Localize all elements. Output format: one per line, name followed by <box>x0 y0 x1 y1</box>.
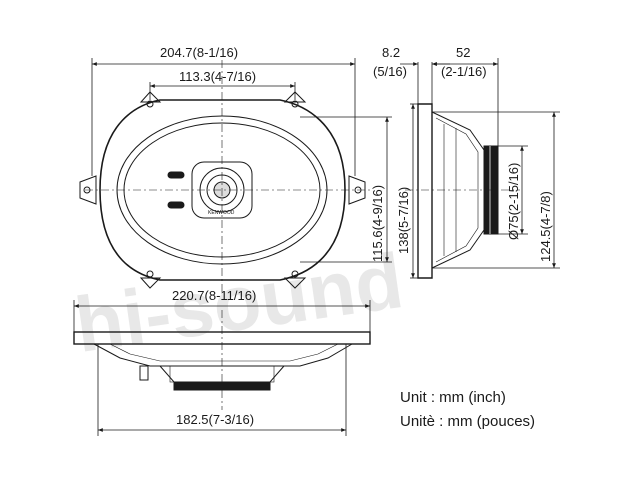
brand-label: KENWOOD <box>208 210 235 216</box>
terminal-tab <box>167 201 185 209</box>
dim-magnet-diameter-label: Ø75(2-15/16) <box>506 163 521 240</box>
dim-depth-label: 52 <box>456 45 470 60</box>
dim-mounting-depth-label: 8.2 <box>382 45 400 60</box>
bottom-view <box>73 310 371 410</box>
side-flange <box>417 103 433 279</box>
side-view <box>405 103 520 279</box>
dim-flange-width <box>73 300 371 332</box>
dim-depth <box>432 58 499 146</box>
front-view <box>79 60 370 295</box>
dim-flange-width-label: 220.7(8-11/16) <box>172 288 256 303</box>
dim-side-height <box>410 103 418 279</box>
dim-magnet-diameter <box>498 145 528 235</box>
unit-label-french: Unitè : mm (pouces) <box>400 413 535 430</box>
dim-bolt-spacing-label: 113.3(4-7/16) <box>179 69 256 84</box>
dim-side-height-label: 138(5-7/16) <box>396 187 411 254</box>
mounting-ears <box>79 91 366 289</box>
dim-cutout-width <box>97 344 347 436</box>
dim-bolt-spacing <box>149 82 296 100</box>
dim-cutout-width-label: 182.5(7-3/16) <box>176 412 254 427</box>
terminal-tab <box>167 171 185 179</box>
dim-overall-height <box>432 111 560 269</box>
unit-label: Unit : mm (inch) <box>400 389 506 406</box>
dim-front-inner-height-label: 115.6(4-9/16) <box>370 185 385 262</box>
dim-overall-height-label: 124.5(4-7/8) <box>538 191 553 262</box>
bottom-terminal <box>139 365 149 381</box>
dim-front-width-label: 204.7(8-1/16) <box>160 45 238 60</box>
dim-mounting-depth-inch: (5/16) <box>373 64 407 79</box>
dim-depth-inch: (2-1/16) <box>441 64 487 79</box>
dim-front-inner-height <box>300 116 392 263</box>
